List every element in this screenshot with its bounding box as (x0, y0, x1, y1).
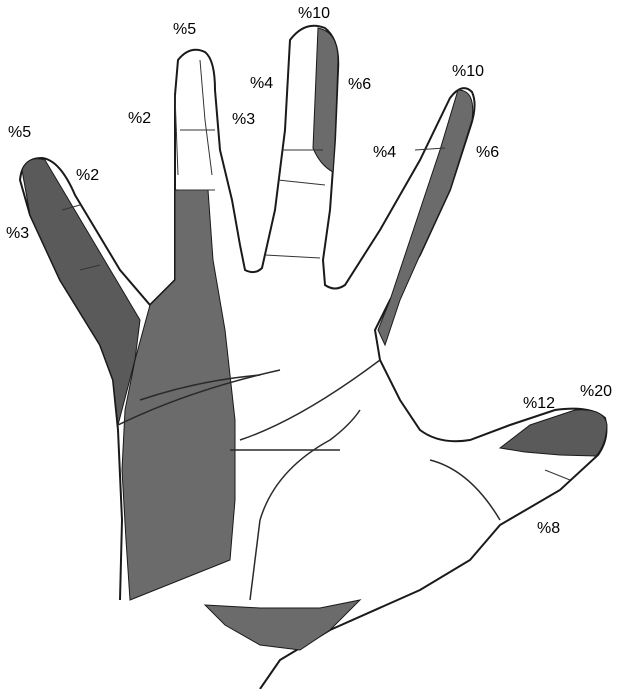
index-finger-tip-label: %5 (173, 22, 196, 38)
thumb-tip-label: %20 (580, 384, 612, 400)
thumb-base-label: %8 (537, 521, 560, 537)
ring-finger-radial-label: %4 (373, 145, 396, 161)
wrist-shaded-region (205, 600, 360, 650)
middle-finger-radial-label: %4 (250, 76, 273, 92)
little-finger-tip-label: %5 (8, 125, 31, 141)
index-finger-radial-label: %2 (128, 111, 151, 127)
thumb-shaded-region (500, 410, 607, 456)
middle-finger-tip-label: %10 (298, 6, 330, 22)
thumb-middle-label: %12 (523, 396, 555, 412)
ring-finger-tip-label: %10 (452, 64, 484, 80)
index-finger-ulnar-label: %3 (232, 112, 255, 128)
palm-ulnar-shaded-region (122, 190, 235, 600)
ring-finger-shaded-region (378, 90, 473, 345)
middle-finger-ulnar-label: %6 (348, 77, 371, 93)
ring-finger-ulnar-label: %6 (476, 145, 499, 161)
little-finger-radial-label: %3 (6, 226, 29, 242)
little-finger-ulnar-label: %2 (76, 168, 99, 184)
little-finger-shaded-region (22, 159, 140, 425)
